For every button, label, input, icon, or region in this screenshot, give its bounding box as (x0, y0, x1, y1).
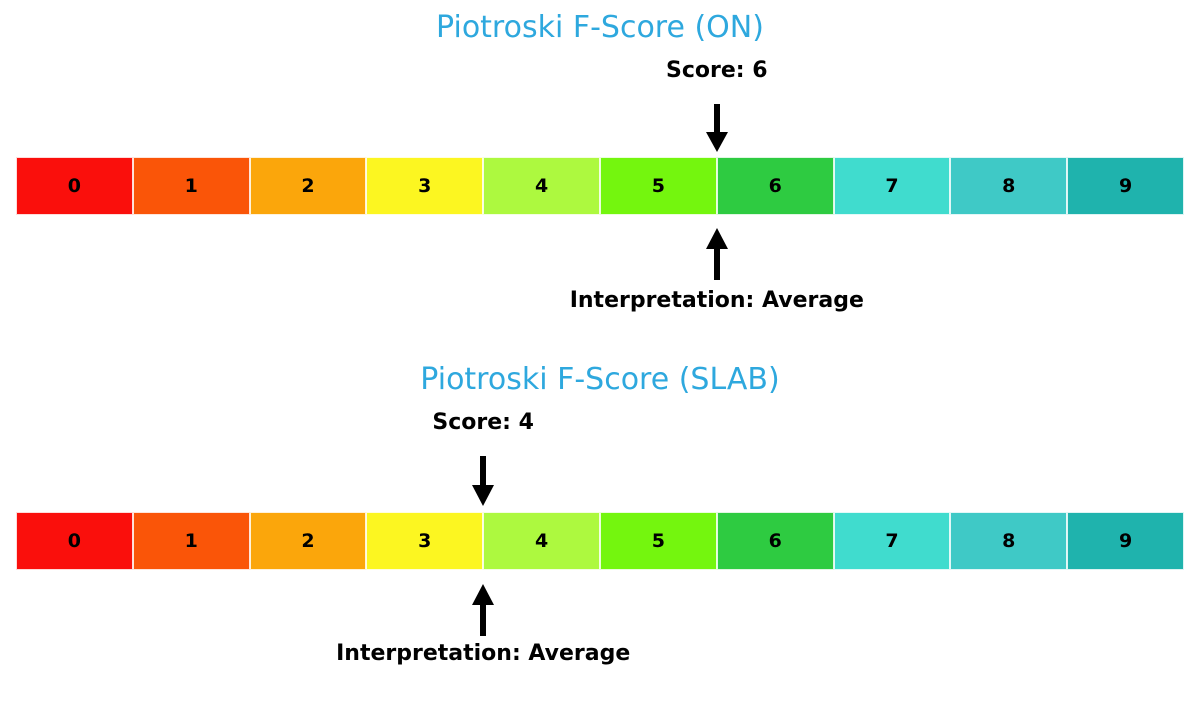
scale-cell-label: 4 (534, 529, 549, 552)
scale-cell-9[interactable]: 9 (1067, 512, 1184, 570)
scale-cell-label: 2 (301, 174, 315, 197)
score-label-on: Score: 6 (666, 58, 768, 83)
scale-cell-label: 7 (885, 174, 899, 197)
scale-cell-5[interactable]: 5 (599, 157, 717, 215)
scale-cell-6[interactable]: 6 (716, 512, 834, 570)
scale-cell-label: 3 (418, 529, 432, 552)
score-marker-arrow-down-icon (700, 104, 734, 152)
scale-cell-label: 4 (534, 174, 549, 197)
interpretation-marker-arrow-up-icon (700, 228, 734, 280)
fscore-scale-bar-on: 0 1 2 3 4 5 6 7 8 9 (16, 157, 1184, 215)
scale-cell-label: 7 (885, 529, 899, 552)
scale-cell-label: 1 (184, 529, 198, 552)
scale-cell-1[interactable]: 1 (132, 512, 250, 570)
scale-cell-label: 9 (1118, 529, 1133, 552)
scale-cell-label: 3 (418, 174, 432, 197)
scale-cell-label: 6 (768, 529, 782, 552)
scale-cell-6[interactable]: 6 (716, 157, 834, 215)
scale-cell-4[interactable]: 4 (483, 512, 600, 570)
score-marker-arrow-down-icon (466, 456, 500, 506)
scale-cell-label: 8 (1002, 529, 1016, 552)
scale-cell-8[interactable]: 8 (950, 512, 1068, 570)
scale-cell-7[interactable]: 7 (833, 157, 951, 215)
scale-cell-label: 6 (768, 174, 782, 197)
scale-cell-label: 1 (184, 174, 198, 197)
scale-cell-4[interactable]: 4 (483, 157, 600, 215)
scale-cell-label: 0 (67, 174, 82, 197)
scale-cell-label: 5 (651, 529, 665, 552)
scale-cell-1[interactable]: 1 (132, 157, 250, 215)
chart-title-on: Piotroski F-Score (ON) (436, 10, 764, 45)
fscore-scale-bar-slab: 0 1 2 3 4 5 6 7 8 9 (16, 512, 1184, 570)
interpretation-label-on: Interpretation: Average (569, 288, 864, 313)
scale-cell-label: 2 (301, 529, 315, 552)
interpretation-marker-arrow-up-icon (466, 584, 500, 636)
scale-cell-0[interactable]: 0 (16, 512, 133, 570)
chart-title-slab: Piotroski F-Score (SLAB) (420, 362, 780, 397)
scale-cell-3[interactable]: 3 (366, 157, 484, 215)
scale-cell-label: 8 (1002, 174, 1016, 197)
interpretation-label-slab: Interpretation: Average (336, 641, 631, 666)
scale-cell-3[interactable]: 3 (366, 512, 484, 570)
fscore-panel-on: Piotroski F-Score (ON) Score: 6 0 1 2 3 4 5 6 7… (16, 10, 1184, 313)
scale-cell-5[interactable]: 5 (599, 512, 717, 570)
scale-cell-2[interactable]: 2 (249, 512, 367, 570)
scale-cell-0[interactable]: 0 (16, 157, 133, 215)
scale-cell-label: 5 (651, 174, 665, 197)
score-label-slab: Score: 4 (432, 410, 534, 435)
scale-cell-label: 0 (67, 529, 82, 552)
scale-cell-9[interactable]: 9 (1067, 157, 1184, 215)
scale-cell-label: 9 (1118, 174, 1133, 197)
scale-cell-8[interactable]: 8 (950, 157, 1068, 215)
fscore-panel-slab: Piotroski F-Score (SLAB) Score: 4 0 1 2 3 4 5… (0, 351, 1200, 702)
scale-cell-7[interactable]: 7 (833, 512, 951, 570)
scale-cell-2[interactable]: 2 (249, 157, 367, 215)
